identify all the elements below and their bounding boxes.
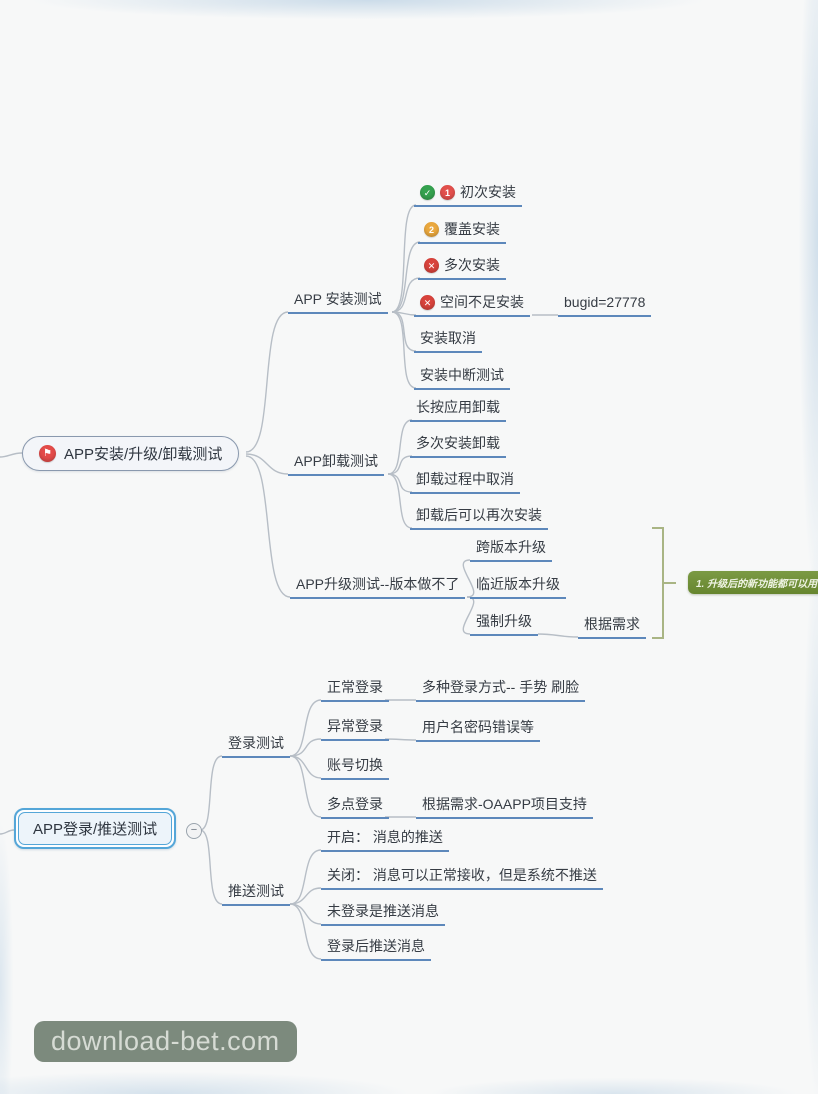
topic-push-not-logged-in[interactable]: 未登录是推送消息 [321, 902, 445, 926]
topic-label: 初次安装 [460, 184, 516, 200]
topic-push-test[interactable]: 推送测试 [222, 882, 290, 906]
topic-bugid[interactable]: bugid=27778 [558, 293, 652, 317]
priority-1-icon: 1 [440, 185, 455, 200]
topic-push-off[interactable]: 关闭： 消息可以正常接收，但是系统不推送 [321, 866, 603, 890]
topic-label: 覆盖安装 [444, 221, 500, 237]
cross-icon: ✕ [420, 295, 435, 310]
topic-no-space-install[interactable]: ✕ 空间不足安装 [414, 293, 530, 317]
topic-multi-install-uninstall[interactable]: 多次安装卸载 [410, 434, 506, 458]
topic-label: 空间不足安装 [440, 294, 524, 310]
topic-reinstall-after-uninstall[interactable]: 卸载后可以再次安装 [410, 506, 548, 530]
main-topic-label: APP登录/推送测试 [18, 812, 173, 845]
topic-first-install[interactable]: ✓ 1 初次安装 [414, 183, 522, 207]
branch-curves [0, 204, 579, 960]
topic-multi-install[interactable]: ✕ 多次安装 [418, 256, 506, 280]
topic-push-after-login[interactable]: 登录后推送消息 [321, 937, 431, 961]
topic-abnormal-login[interactable]: 异常登录 [321, 717, 389, 741]
topic-login-test[interactable]: 登录测试 [222, 734, 290, 758]
topic-account-switch[interactable]: 账号切换 [321, 756, 389, 780]
watermark: download-bet.com [34, 1021, 297, 1062]
topic-label: 多次安装 [444, 257, 500, 273]
topic-wrong-credentials[interactable]: 用户名密码错误等 [416, 718, 540, 742]
topic-near-version-upgrade[interactable]: 临近版本升级 [470, 575, 566, 599]
topic-uninstall-test[interactable]: APP卸载测试 [288, 452, 385, 476]
topic-per-requirement[interactable]: 根据需求 [578, 615, 646, 639]
topic-install-test[interactable]: APP 安装测试 [288, 290, 388, 314]
topic-install-cancel[interactable]: 安装取消 [414, 329, 482, 353]
red-flag-icon: ⚑ [39, 444, 56, 462]
priority-2-icon: 2 [424, 222, 439, 237]
topic-normal-login[interactable]: 正常登录 [321, 678, 389, 702]
topic-force-upgrade[interactable]: 强制升级 [470, 612, 538, 636]
main-topic-label: APP安装/升级/卸载测试 [64, 446, 223, 463]
main-topic-install-upgrade-uninstall[interactable]: ⚑ APP安装/升级/卸载测试 [22, 436, 240, 471]
topic-login-methods[interactable]: 多种登录方式-- 手势 刷脸 [416, 678, 586, 702]
topic-multi-point-login[interactable]: 多点登录 [321, 795, 389, 819]
topic-uninstall-cancel[interactable]: 卸载过程中取消 [410, 470, 520, 494]
topic-install-interrupt[interactable]: 安装中断测试 [414, 366, 510, 390]
summary-bracket [652, 527, 676, 639]
topic-long-press-uninstall[interactable]: 长按应用卸载 [410, 398, 506, 422]
topic-overwrite-install[interactable]: 2 覆盖安装 [418, 220, 506, 244]
main-topic-login-push[interactable]: APP登录/推送测试 [14, 808, 177, 849]
collapse-button[interactable]: − [186, 823, 202, 839]
topic-multi-login-requirement[interactable]: 根据需求-OAAPP项目支持 [416, 795, 593, 819]
topic-cross-version-upgrade[interactable]: 跨版本升级 [470, 538, 552, 562]
topic-push-on[interactable]: 开启： 消息的推送 [321, 828, 449, 852]
cross-icon: ✕ [424, 258, 439, 273]
check-icon: ✓ [420, 185, 435, 200]
topic-upgrade-test[interactable]: APP升级测试--版本做不了 [290, 575, 466, 599]
upgrade-summary-label[interactable]: 1. 升级后的新功能都可以用 [688, 571, 818, 594]
